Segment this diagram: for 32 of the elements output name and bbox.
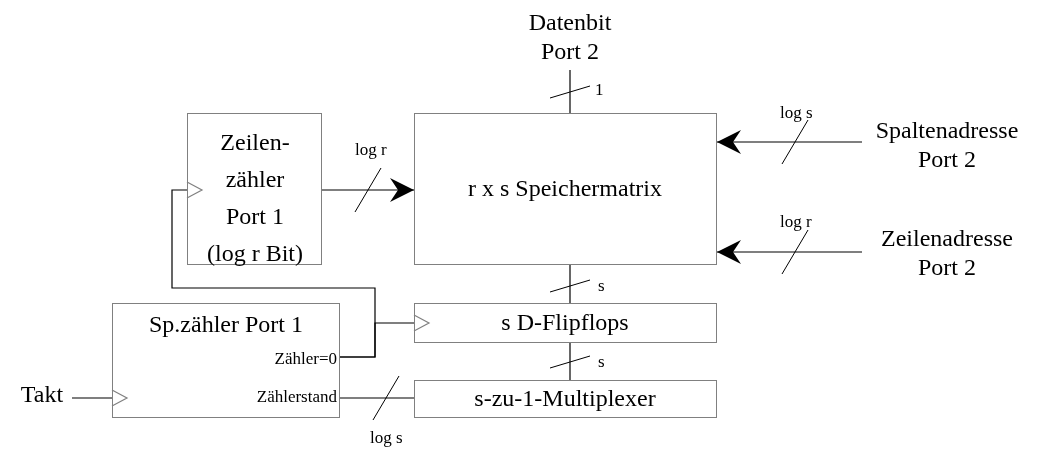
block-label: Sp.zähler Port 1 <box>148 310 304 339</box>
clock-line <box>71 389 128 407</box>
bus-width-label: log r <box>355 140 387 160</box>
signal-label: Datenbit Port 2 <box>520 8 620 70</box>
arrow <box>716 130 863 154</box>
bus-width-label: s <box>598 276 605 296</box>
signal-line <box>569 264 571 304</box>
logic-block <box>414 380 717 418</box>
block-label: s D-Flipflops <box>500 308 630 337</box>
block-label: s-zu-1-Multiplexer <box>473 384 657 413</box>
arrow <box>716 240 863 264</box>
block-label: r x s Speichermatrix <box>467 174 663 203</box>
signal-label: Spaltenadresse Port 2 <box>862 116 1032 176</box>
pin-label: Zählerstand <box>256 387 337 407</box>
pin-label: Zähler=0 <box>274 349 337 369</box>
bus-width-label: 1 <box>595 80 604 100</box>
signal-line <box>569 69 571 114</box>
bus-width-label: log s <box>780 103 813 123</box>
block-label: Zeilen- zähler Port 1 (log r Bit) <box>206 128 304 268</box>
bus-width-label: log s <box>370 428 403 448</box>
bus-width-label: log r <box>780 212 812 232</box>
signal-line <box>569 342 571 381</box>
clock-line <box>339 314 430 358</box>
signal-label: Zeilenadresse Port 2 <box>862 224 1032 284</box>
logic-block <box>414 303 717 343</box>
signal-label: Takt <box>12 380 72 414</box>
logic-block <box>112 303 340 418</box>
arrow <box>321 178 415 202</box>
logic-block <box>187 113 322 265</box>
bus-width-label: s <box>598 352 605 372</box>
logic-block <box>414 113 717 265</box>
signal-line <box>339 397 415 399</box>
